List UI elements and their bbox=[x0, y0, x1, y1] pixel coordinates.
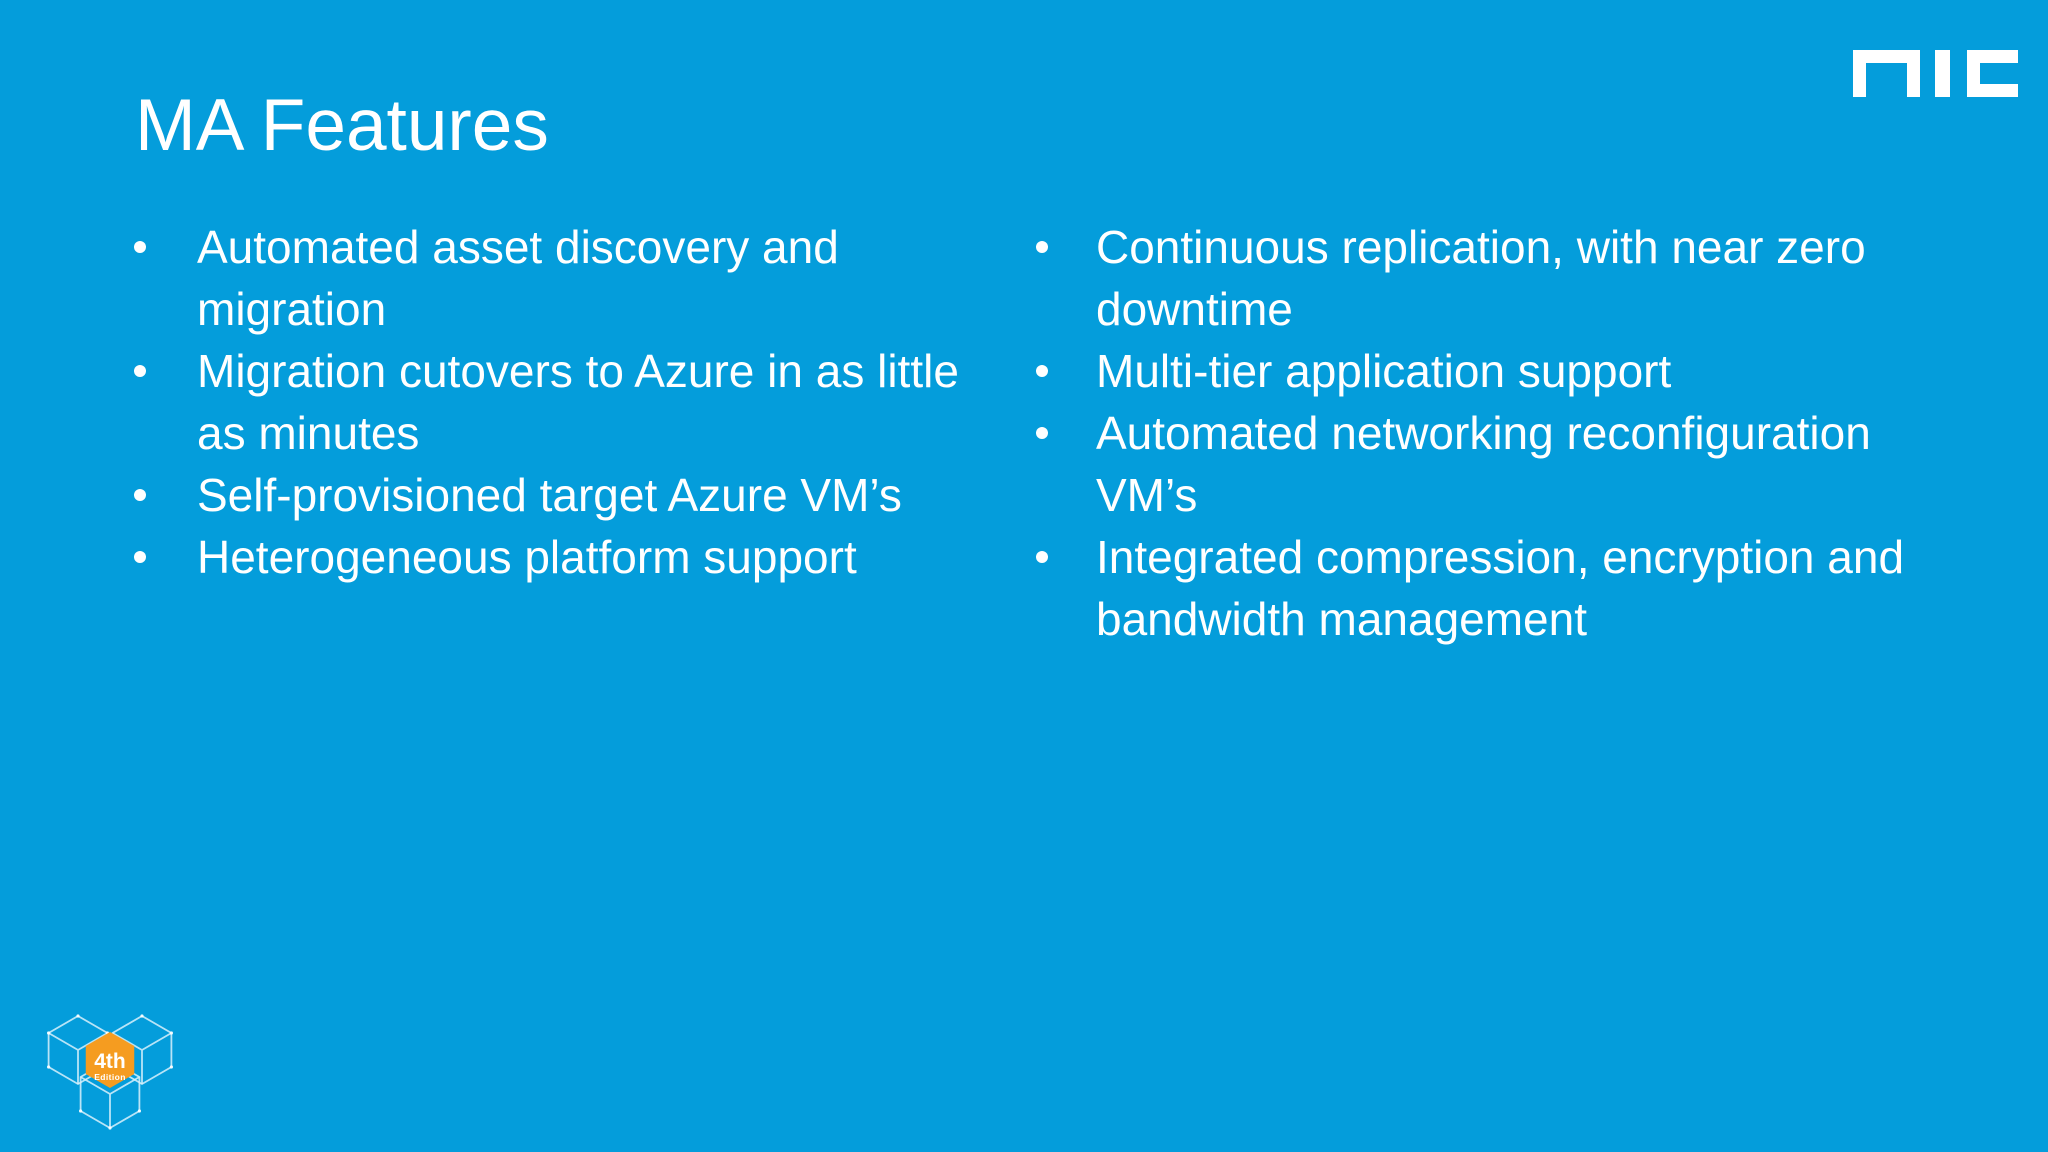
cube-corner-dots bbox=[47, 1014, 173, 1130]
edition-badge-cube-logo: 4th Edition bbox=[47, 1014, 173, 1130]
bullet-item: Heterogeneous platform support bbox=[132, 526, 959, 588]
bullet-line: bandwidth management bbox=[1096, 593, 1587, 645]
bullet-list-right: Continuous replication, with near zero d… bbox=[1034, 216, 1904, 650]
nic-letter-c bbox=[1967, 50, 2018, 97]
bullet-line: downtime bbox=[1096, 283, 1293, 335]
bullet-line: Continuous replication, with near zero bbox=[1096, 221, 1866, 273]
bullet-item: Continuous replication, with near zero d… bbox=[1034, 216, 1904, 340]
bullet-line: migration bbox=[197, 283, 387, 335]
bullet-item: Migration cutovers to Azure in as little… bbox=[132, 340, 959, 464]
bullet-dot-icon bbox=[1036, 365, 1048, 377]
edition-badge-line1: 4th bbox=[94, 1050, 126, 1073]
bullet-line: Automated networking reconfiguration bbox=[1096, 407, 1871, 459]
bullet-line: VM’s bbox=[1096, 469, 1198, 521]
slide-title: MA Features bbox=[135, 85, 549, 166]
bullet-item: Automated networking reconfiguration VM’… bbox=[1034, 402, 1904, 526]
bullet-line: Migration cutovers to Azure in as little bbox=[197, 345, 959, 397]
bullet-item: Self-provisioned target Azure VM’s bbox=[132, 464, 959, 526]
bullet-item: Automated asset discovery and migration bbox=[132, 216, 959, 340]
bullet-line: as minutes bbox=[197, 407, 420, 459]
bullet-line: Multi-tier application support bbox=[1096, 345, 1672, 397]
bullet-line: Automated asset discovery and bbox=[197, 221, 839, 273]
bullet-item: Multi-tier application support bbox=[1034, 340, 1904, 402]
edition-badge-hexagon bbox=[85, 1032, 135, 1088]
edition-badge-line2: Edition bbox=[94, 1072, 126, 1082]
bullet-line: Integrated compression, encryption and bbox=[1096, 531, 1905, 583]
nic-letter-i bbox=[1935, 50, 1950, 97]
bullet-line: Self-provisioned target Azure VM’s bbox=[197, 469, 902, 521]
nic-logo bbox=[1853, 50, 2018, 97]
bullet-line: Heterogeneous platform support bbox=[197, 531, 857, 583]
bullet-dot-icon bbox=[134, 551, 146, 563]
nic-letter-n bbox=[1853, 50, 1920, 97]
bullet-dot-icon bbox=[134, 365, 146, 377]
bullet-dot-icon bbox=[1036, 241, 1048, 253]
bullet-dot-icon bbox=[1036, 551, 1048, 563]
bullet-dot-icon bbox=[134, 241, 146, 253]
bullet-dot-icon bbox=[134, 489, 146, 501]
bullet-list-left: Automated asset discovery and migration … bbox=[132, 216, 959, 588]
bullet-dot-icon bbox=[1036, 427, 1048, 439]
bullet-item: Integrated compression, encryption and b… bbox=[1034, 526, 1904, 650]
